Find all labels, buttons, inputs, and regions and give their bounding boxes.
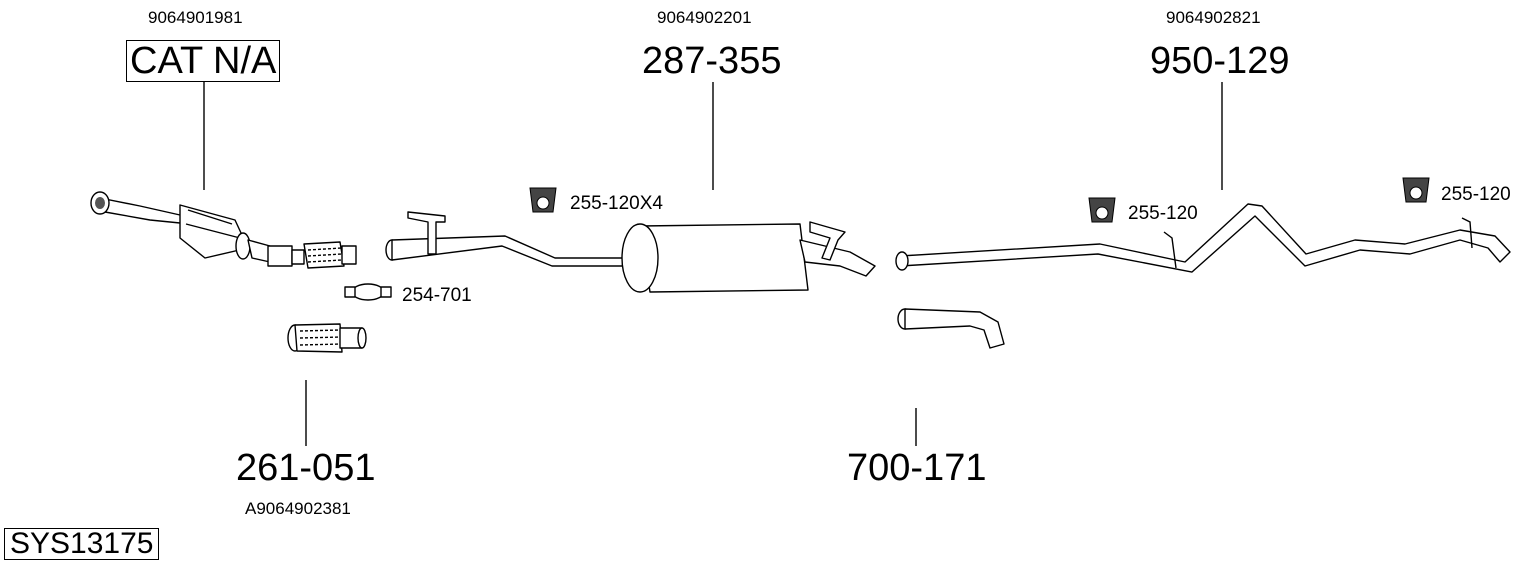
catalyst-part-code[interactable]: CAT N/A xyxy=(126,40,281,82)
clamp-drawing[interactable] xyxy=(344,283,392,301)
catalyst-drawing[interactable] xyxy=(90,191,357,269)
hanger-icon xyxy=(529,187,557,213)
tail-pipe-part-code[interactable]: 700-171 xyxy=(847,447,987,489)
middle-silencer-drawing[interactable] xyxy=(385,211,876,293)
rear-pipe-oem-number: 9064902821 xyxy=(1166,8,1261,27)
hanger-icon xyxy=(1402,177,1430,203)
system-code-box: SYS13175 xyxy=(4,528,160,560)
middle-silencer-oem-number: 9064902201 xyxy=(657,8,752,27)
hanger-icon xyxy=(1088,197,1116,223)
clamp-part-code[interactable]: 254-701 xyxy=(402,285,472,306)
rear-pipe-drawing[interactable] xyxy=(895,203,1511,273)
front-pipe-drawing[interactable] xyxy=(287,323,367,353)
middle-silencer-part-code[interactable]: 287-355 xyxy=(642,40,782,82)
tail-pipe-drawing[interactable] xyxy=(897,308,1005,349)
hanger-x4-part-code[interactable]: 255-120X4 xyxy=(570,193,663,214)
hanger-end-part-code[interactable]: 255-120 xyxy=(1441,184,1511,205)
rear-pipe-part-code[interactable]: 950-129 xyxy=(1150,40,1290,82)
hanger-mid-part-code[interactable]: 255-120 xyxy=(1128,203,1198,224)
front-pipe-part-code[interactable]: 261-051 xyxy=(236,447,376,489)
catalyst-oem-number: 9064901981 xyxy=(148,8,243,27)
front-pipe-oem-number: A9064902381 xyxy=(245,499,351,518)
